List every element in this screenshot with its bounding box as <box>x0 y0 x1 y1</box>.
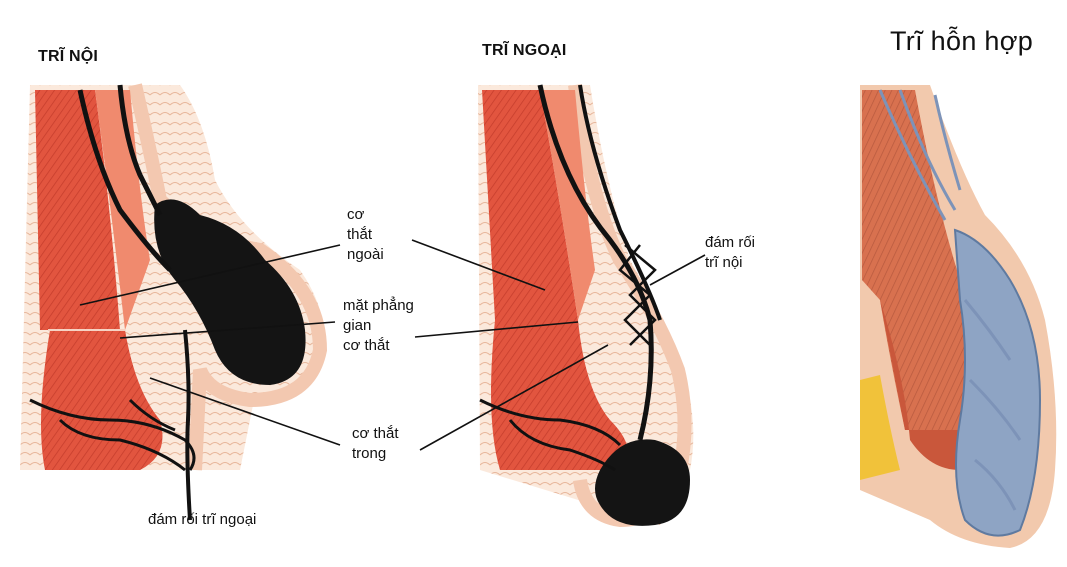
label-external-plexus: đám rối trĩ ngoại <box>148 510 256 530</box>
label-internal-plexus: đám rối trĩ nội <box>705 233 755 273</box>
title-internal-hemorrhoid: TRĨ NỘI <box>38 48 98 66</box>
internal-hemorrhoid-illustration <box>20 85 325 520</box>
title-external-hemorrhoid: TRĨ NGOẠI <box>482 42 566 60</box>
vein-internal-3 <box>185 330 190 520</box>
title-mixed-hemorrhoid: Trĩ hỗn hợp <box>890 26 1033 57</box>
label-internal-sphincter: cơ thắt trong <box>352 424 399 464</box>
external-hemorrhoid-illustration <box>478 85 693 526</box>
leader-internal-plexus <box>650 255 705 285</box>
label-external-sphincter: cơ thắt ngoài <box>347 205 384 265</box>
label-intersphincteric-plane: mặt phẳng gian cơ thắt <box>343 296 414 356</box>
mixed-hemorrhoid-illustration <box>860 85 1056 548</box>
